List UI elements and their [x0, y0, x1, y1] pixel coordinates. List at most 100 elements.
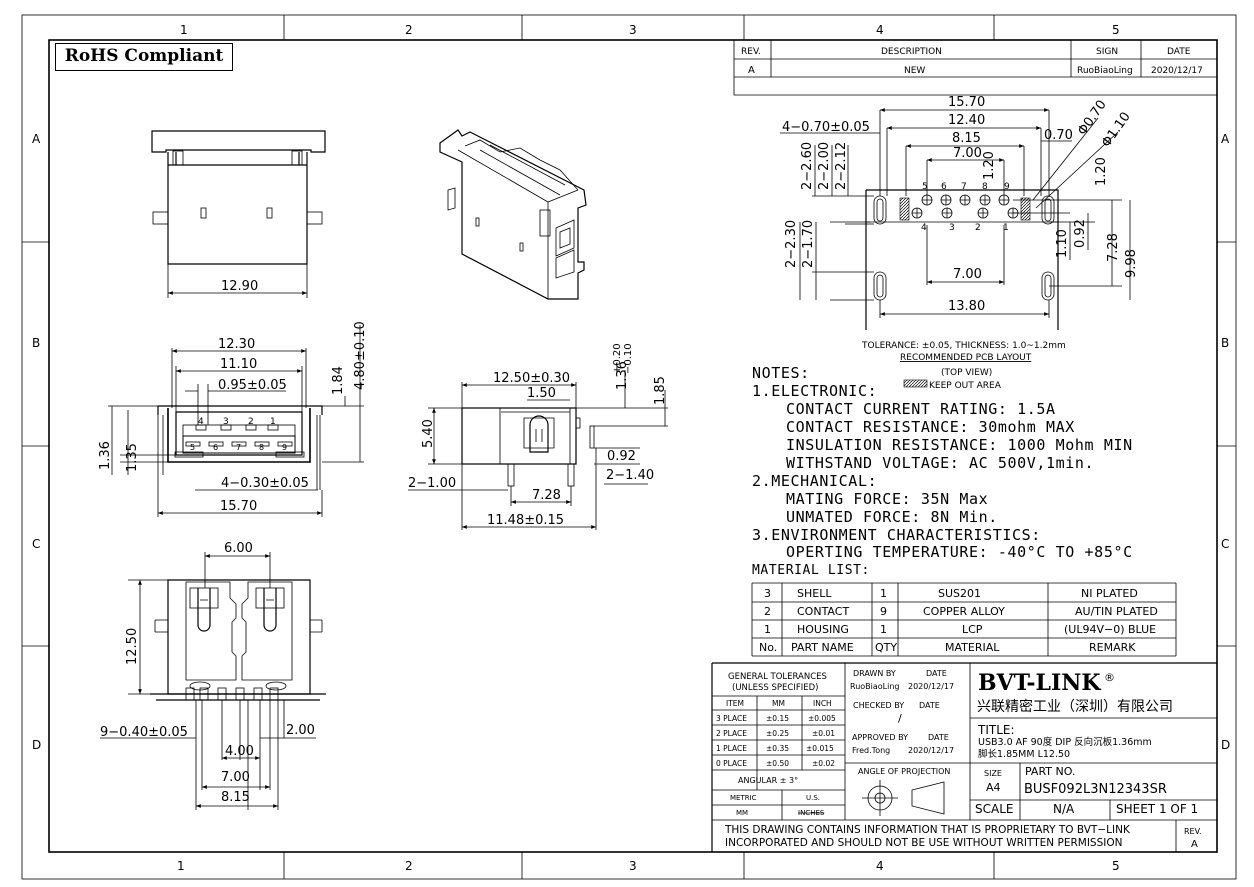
mat-row2-no: 2 [764, 605, 771, 618]
tol-row4-mm: ±0.50 [766, 759, 789, 768]
pcb-dim-4-070: 4−0.70±0.05 [782, 120, 870, 135]
pcb-pin-1: 1 [1003, 223, 1009, 233]
note-mating-force: MATING FORCE: 35N Max [786, 490, 989, 508]
pcb-tolerance: TOLERANCE: ±0.05, THICKNESS: 1.0~1.2mm [861, 341, 1066, 351]
front-pin-9: 9 [282, 443, 287, 452]
pcb-dim-2-200: 2−2.00 [817, 142, 832, 190]
pcb-layout-view: 5 6 7 8 9 4 3 2 1 15.70 12.40 8.15 7.00 … [780, 95, 1139, 391]
front-dim-15-70: 15.70 [220, 499, 257, 514]
tol-head-inch: INCH [813, 699, 832, 708]
tol-row2-inch: ±0.01 [812, 729, 835, 738]
side-dim-1-85: 1.85 [653, 376, 668, 405]
inches-label: INCHES [798, 809, 825, 817]
grid-row-d-right: D [1221, 738, 1230, 752]
side-dim-minus: −0.10 [623, 343, 634, 374]
side-dim-2-140: 2−1.40 [606, 468, 654, 483]
front-dim-1-84: 1.84 [331, 366, 346, 395]
notes-section-mechanical: 2.MECHANICAL: [752, 472, 878, 490]
pcb-dim-1-20b: 1.20 [1094, 157, 1109, 186]
note-current-rating: CONTACT CURRENT RATING: 1.5A [786, 400, 1056, 418]
proprietary-line-1: THIS DRAWING CONTAINS INFORMATION THAT I… [724, 824, 1131, 836]
company-chinese-name: 兴联精密工业（深圳）有限公司 [977, 698, 1173, 715]
mat-row1-part: HOUSING [797, 623, 849, 636]
side-dim-2-100: 2−1.00 [408, 476, 456, 491]
company-registered-mark: ® [1104, 671, 1115, 684]
grid-col-2-bottom: 2 [405, 859, 413, 873]
grid-col-5-top: 5 [1112, 23, 1120, 37]
company-logo: BVT-LINK [978, 670, 1101, 696]
side-dim-5-40: 5.40 [421, 419, 436, 448]
grid-col-1-top: 1 [180, 23, 188, 37]
top-view: 12.90 [151, 130, 326, 298]
sign-value: RuoBiaoLing [1077, 66, 1133, 76]
pcb-pin-4: 4 [921, 223, 927, 233]
pcb-view-label: (TOP VIEW) [941, 368, 992, 378]
scale-value: N/A [1053, 802, 1075, 816]
grid-col-5-bottom: 5 [1112, 859, 1120, 873]
tol-row4-inch: ±0.02 [812, 759, 835, 768]
checked-by-label: CHECKED BY [853, 701, 904, 710]
grid-row-c-left: C [32, 537, 40, 551]
tol-head-item: ITEM [726, 699, 744, 708]
pcb-pin-5: 5 [922, 182, 928, 192]
title-line-2: 脚长1.85MM L12.50 [978, 748, 1070, 760]
projection-symbol-icon [862, 780, 945, 816]
bottom-dim-4-00: 4.00 [225, 744, 254, 759]
us-label: U.S. [806, 794, 820, 802]
front-dim-1-36: 1.36 [98, 441, 113, 470]
scale-label: SCALE [975, 802, 1013, 816]
checked-value: / [898, 712, 902, 725]
tol-row1-item: 3 PLACE [716, 714, 747, 723]
bottom-view: 6.00 12.50 9−0.40±0.05 2.00 4.00 7.00 8.… [100, 541, 326, 810]
pcb-caption: RECOMMENDED PCB LAYOUT [900, 353, 1032, 363]
bottom-dim-8-15: 8.15 [221, 790, 250, 805]
front-pin-4: 4 [198, 417, 204, 427]
bottom-dim-2-00: 2.00 [286, 723, 315, 738]
notes-title: NOTES: [752, 364, 810, 382]
grid-col-4-bottom: 4 [876, 859, 884, 873]
approved-name: Fred.Tong [852, 746, 890, 755]
material-list-title: MATERIAL LIST: [752, 563, 870, 578]
bottom-dim-6-00: 6.00 [224, 541, 253, 556]
approved-date: 2020/12/17 [908, 746, 954, 755]
rev-letter: A [1191, 839, 1198, 850]
pcb-dim-15-70: 15.70 [948, 95, 985, 110]
tol-row3-item: 1 PLACE [716, 744, 747, 753]
front-view: 4 3 2 1 5 6 7 8 9 12.30 11.10 0.95±0.05 … [98, 321, 368, 517]
note-withstand-voltage: WITHSTAND VOLTAGE: AC 500V,1min. [786, 454, 1095, 472]
pcb-pin-7: 7 [961, 182, 967, 192]
mat-row1-qty: 1 [880, 623, 887, 636]
checked-date-label: DATE [919, 701, 940, 710]
sign-header: SIGN [1096, 47, 1118, 57]
approved-by-label: APPROVED BY [852, 733, 908, 742]
title-label: TITLE: [977, 723, 1015, 737]
gt-title-1: GENERAL TOLERANCES [728, 672, 827, 682]
date-value: 2020/12/17 [1151, 66, 1203, 76]
pcb-dim-phi-110: Φ1.10 [1099, 110, 1134, 151]
side-dim-12-50: 12.50±0.30 [493, 371, 570, 386]
description-value: NEW [904, 66, 925, 76]
mat-row3-qty: 1 [880, 587, 887, 600]
description-header: DESCRIPTION [881, 47, 942, 57]
grid-row-a-right: A [1221, 132, 1230, 146]
pcb-pin-2: 2 [975, 223, 981, 233]
pcb-dim-1-20a: 1.20 [982, 151, 997, 180]
pcb-dim-1-10: 1.10 [1055, 229, 1070, 258]
mat-row2-qty: 9 [880, 605, 887, 618]
grid-col-3-top: 3 [629, 23, 637, 37]
front-pin-6: 6 [213, 443, 218, 452]
mat-header-material: MATERIAL [945, 641, 1000, 654]
rev-value: A [748, 65, 755, 76]
side-dim-0-92: 0.92 [607, 449, 636, 464]
grid-row-b-right: B [1221, 336, 1229, 350]
approved-date-label: DATE [928, 733, 949, 742]
mat-header-part: PART NAME [791, 641, 854, 654]
drawn-date: 2020/12/17 [908, 682, 954, 691]
pcb-dim-2-212: 2−2.12 [834, 142, 849, 190]
size-value: A4 [986, 781, 1001, 794]
revision-block: REV. DESCRIPTION SIGN DATE A NEW RuoBiao… [733, 40, 1217, 96]
tol-row3-mm: ±0.35 [766, 744, 789, 753]
grid-col-4-top: 4 [876, 23, 884, 37]
rev-header: REV. [741, 47, 761, 57]
pcb-dim-8-15: 8.15 [952, 131, 981, 146]
